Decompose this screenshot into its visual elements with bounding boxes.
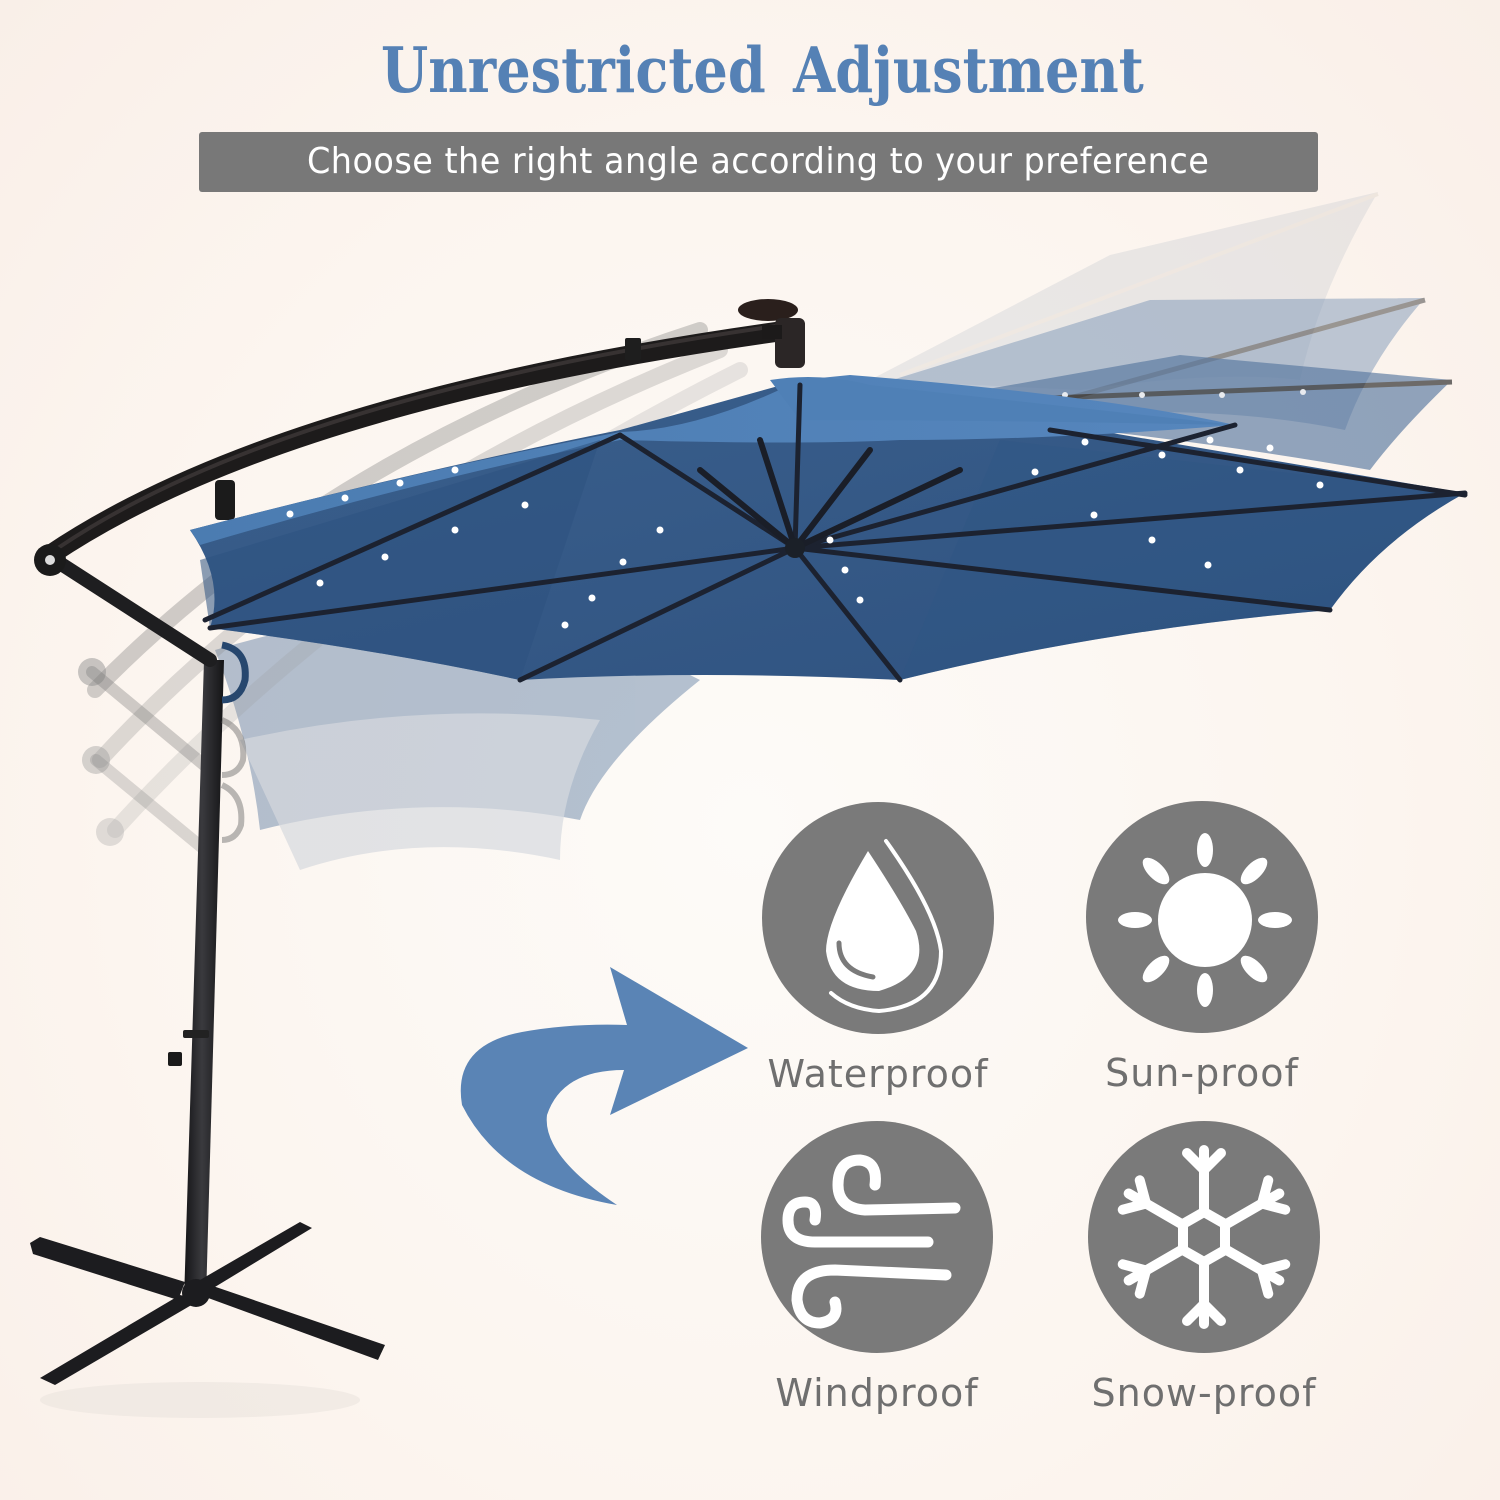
page-title: Unrestricted Adjustment — [381, 33, 1144, 107]
water-drop-icon — [762, 802, 994, 1034]
height-knob — [168, 1052, 182, 1066]
subtitle-text: Choose the right angle according to your… — [307, 141, 1210, 182]
pole — [184, 660, 224, 1300]
sun-icon — [1086, 801, 1318, 1033]
snowflake-icon — [1088, 1121, 1320, 1353]
wind-icon — [761, 1121, 993, 1353]
led-lights — [286, 436, 1324, 629]
crank-handle — [221, 641, 249, 704]
curved-arrow-icon — [460, 967, 748, 1205]
solar-hub — [738, 299, 805, 368]
feature-label: Windproof — [775, 1371, 979, 1415]
feature-label: Snow-proof — [1091, 1371, 1317, 1415]
feature-label: Waterproof — [767, 1052, 989, 1096]
cantilever-arm — [34, 320, 800, 667]
feature-label: Sun-proof — [1105, 1051, 1299, 1095]
main-canopy — [190, 375, 1468, 683]
cross-base — [30, 1222, 385, 1385]
subtitle-banner: Choose the right angle according to your… — [199, 132, 1318, 192]
